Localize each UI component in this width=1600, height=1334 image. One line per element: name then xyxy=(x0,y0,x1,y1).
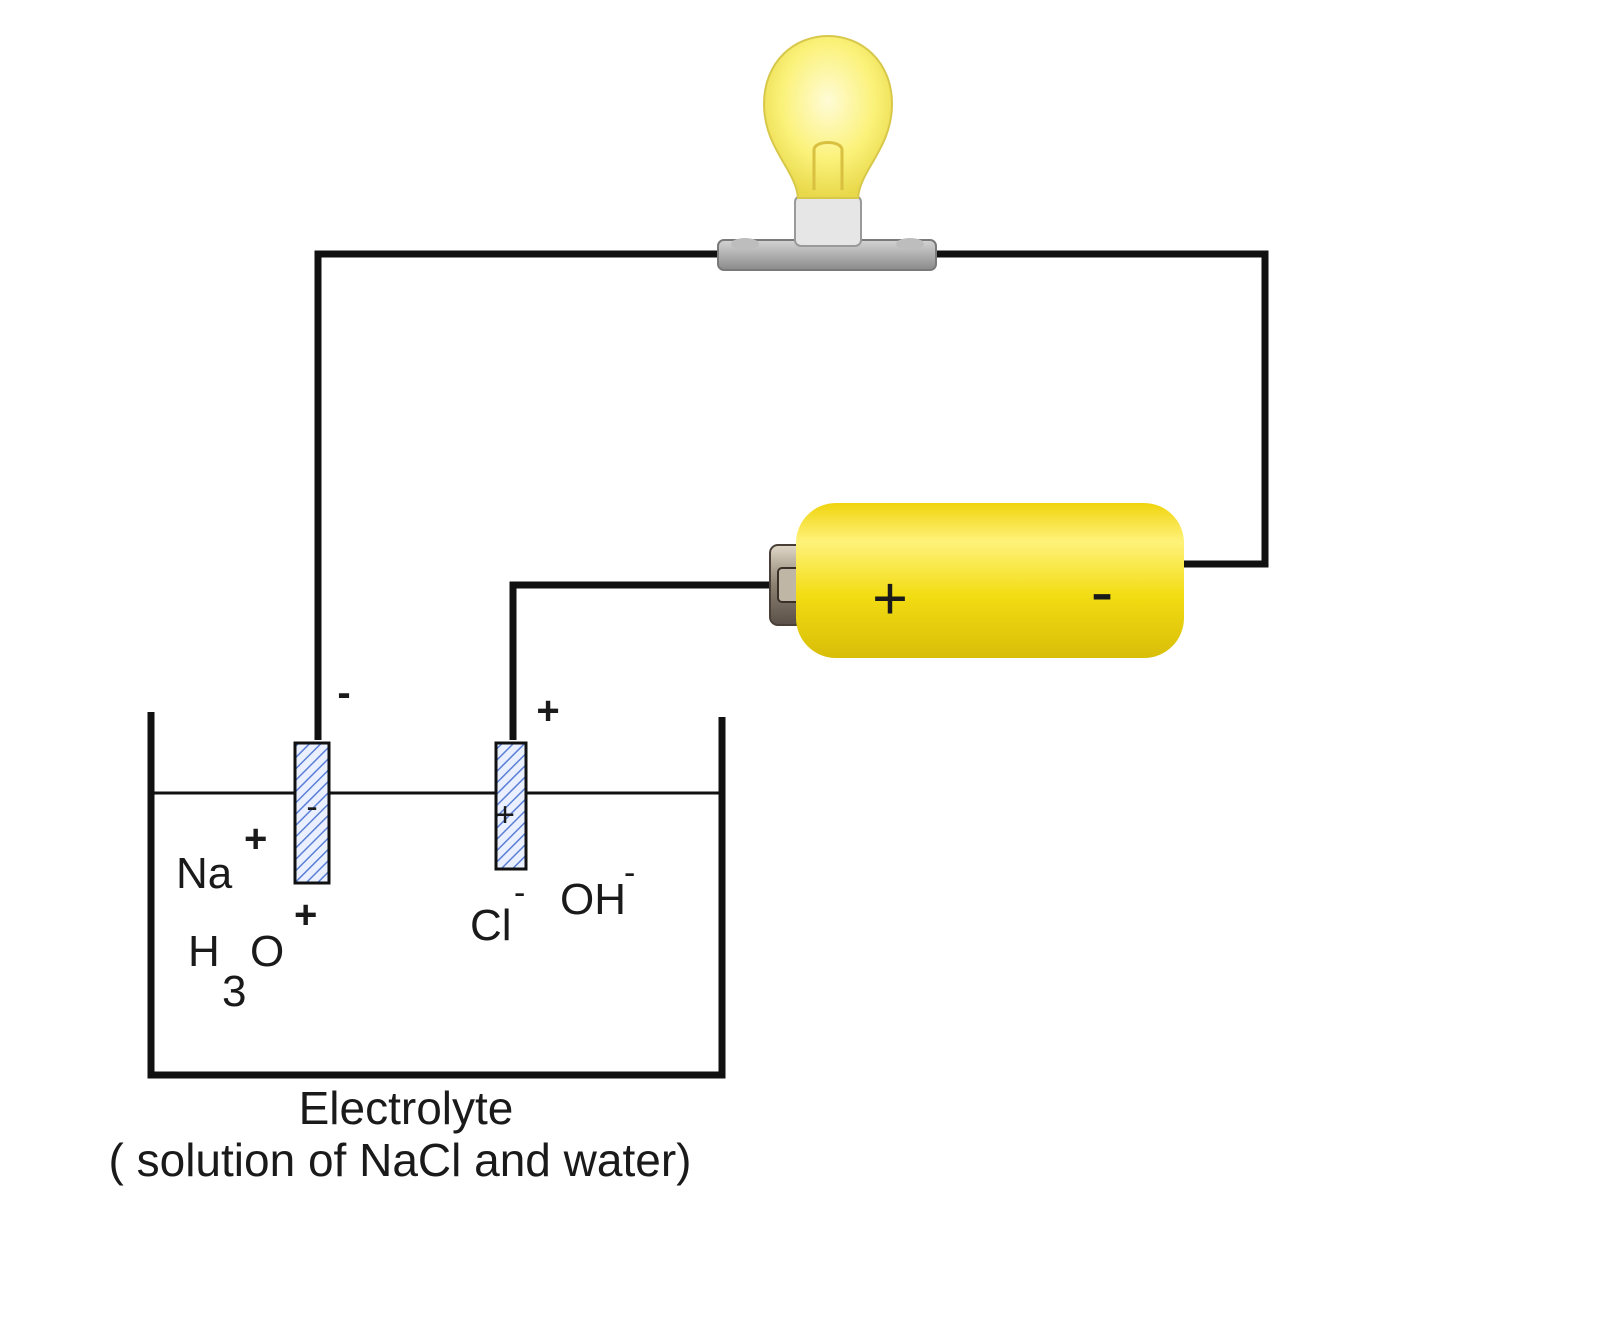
battery-minus-label: - xyxy=(1091,555,1112,626)
ion-hydroxide-symbol: OH xyxy=(560,875,626,924)
beaker-outline xyxy=(147,712,726,1079)
ion-hydronium: H 3 O + xyxy=(188,893,317,1016)
beaker xyxy=(147,712,726,1079)
ion-sodium-symbol: Na xyxy=(176,849,233,898)
wire-left-electrode-to-bulb xyxy=(314,250,720,740)
wire-battery-plus-to-right-electrode xyxy=(509,581,790,740)
ion-hydronium-h: H xyxy=(188,927,220,976)
caption-solution: ( solution of NaCl and water) xyxy=(109,1134,692,1186)
ion-chloride-charge: - xyxy=(514,874,525,912)
light-bulb-icon xyxy=(717,34,937,271)
caption-electrolyte: Electrolyte xyxy=(299,1082,514,1134)
left-electrode-inner-sign: - xyxy=(306,788,317,826)
left-electrode-outer-sign: - xyxy=(337,671,350,715)
ion-hydroxide: OH - xyxy=(560,854,635,924)
ion-sodium: Na + xyxy=(176,817,267,898)
right-electrode-inner-sign: + xyxy=(495,796,515,834)
ion-hydronium-subscript: 3 xyxy=(222,967,246,1016)
right-electrode-outer-sign: + xyxy=(536,689,559,733)
right-electrode xyxy=(494,741,528,871)
ion-chloride: Cl - xyxy=(470,874,525,950)
left-electrode xyxy=(293,741,331,885)
bulb-glass xyxy=(762,34,894,199)
ion-hydronium-o: O xyxy=(250,927,284,976)
battery-body xyxy=(796,503,1184,658)
battery-icon: + - xyxy=(769,503,1184,658)
bulb-neck xyxy=(794,195,862,247)
circuit-wires xyxy=(314,250,1269,740)
ion-sodium-charge: + xyxy=(244,817,267,861)
ion-chloride-symbol: Cl xyxy=(470,901,512,950)
ion-hydronium-charge: + xyxy=(294,893,317,937)
wire-bulb-to-battery-minus xyxy=(935,250,1269,568)
ion-hydroxide-charge: - xyxy=(624,854,635,892)
battery-plus-label: + xyxy=(872,563,908,634)
